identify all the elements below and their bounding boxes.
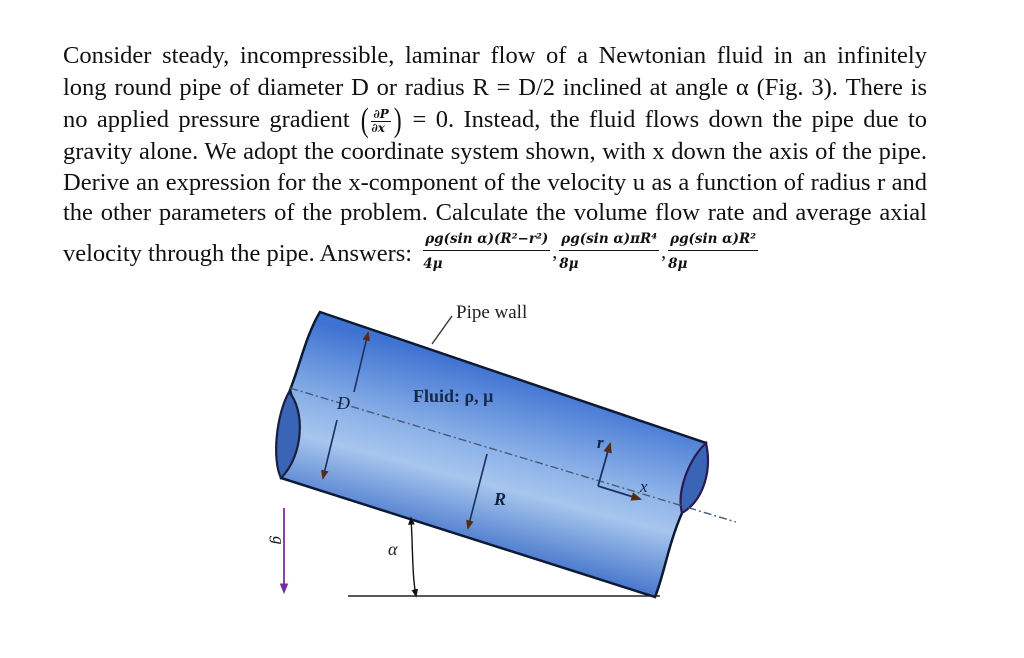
- pressure-gradient-numerator: ∂P: [371, 106, 391, 122]
- problem-line-7: velocity through the pipe. Answers: ρg(s…: [63, 231, 927, 272]
- diameter-arrow-upper: [353, 331, 370, 393]
- problem-line-2: long round pipe of diameter D or radius …: [63, 74, 927, 101]
- pipe-wall-leader-line: [431, 315, 453, 345]
- r-coordinate-arrow: [597, 441, 612, 487]
- problem-line-3-end: = 0. Instead, the fluid flows down the p…: [412, 106, 928, 133]
- problem-statement: Consider steady, incompressible, laminar…: [63, 40, 928, 272]
- label-r-coordinate: r: [597, 433, 604, 452]
- label-x-coordinate: x: [640, 477, 648, 496]
- diameter-arrow-lower: [321, 419, 338, 480]
- label-fluid-properties: Fluid: ρ, μ: [413, 386, 494, 406]
- answers: ρg(sin α)(R²−r²) 4μ , ρg(sin α)πR⁴ 8μ , …: [423, 231, 759, 272]
- problem-line-4: gravity alone. We adopt the coordinate s…: [63, 138, 927, 165]
- label-angle-alpha: α: [388, 539, 398, 559]
- answers-label: velocity through the pipe. Answers:: [63, 240, 413, 268]
- pipe-left-end-cap: [275, 390, 301, 480]
- pressure-gradient-denominator: ∂x: [371, 120, 385, 135]
- answer-velocity: ρg(sin α)(R²−r²) 4μ: [423, 231, 551, 272]
- answer-average-velocity: ρg(sin α)R² 8μ: [668, 231, 759, 272]
- problem-line-6: the other parameters of the problem. Cal…: [63, 199, 927, 226]
- label-pipe-wall: Pipe wall: [456, 302, 528, 323]
- problem-line-5: Derive an expression for the x-component…: [63, 169, 927, 196]
- label-diameter: D: [337, 393, 350, 413]
- problem-line-1: Consider steady, incompressible, laminar…: [63, 42, 927, 69]
- answer-volume-flow-rate: ρg(sin α)πR⁴ 8μ: [559, 231, 660, 272]
- label-gravity: g⃗: [269, 536, 288, 558]
- radius-arrow: [466, 453, 488, 530]
- problem-line-3-start: no applied pressure gradient: [63, 106, 350, 133]
- pipe-axis-line: [289, 387, 737, 523]
- pressure-gradient-fraction: ∂P ∂x: [371, 106, 391, 135]
- problem-line-3: no applied pressure gradient ( ∂P ∂x ) =…: [63, 102, 928, 140]
- x-coordinate-arrow: [597, 485, 643, 501]
- label-radius: R: [494, 489, 507, 509]
- pipe-body: [279, 310, 708, 599]
- pipe-right-end-cap: [679, 440, 710, 515]
- pressure-gradient-expression: ( ∂P ∂x ): [360, 102, 402, 140]
- angle-alpha-arc: [408, 516, 419, 598]
